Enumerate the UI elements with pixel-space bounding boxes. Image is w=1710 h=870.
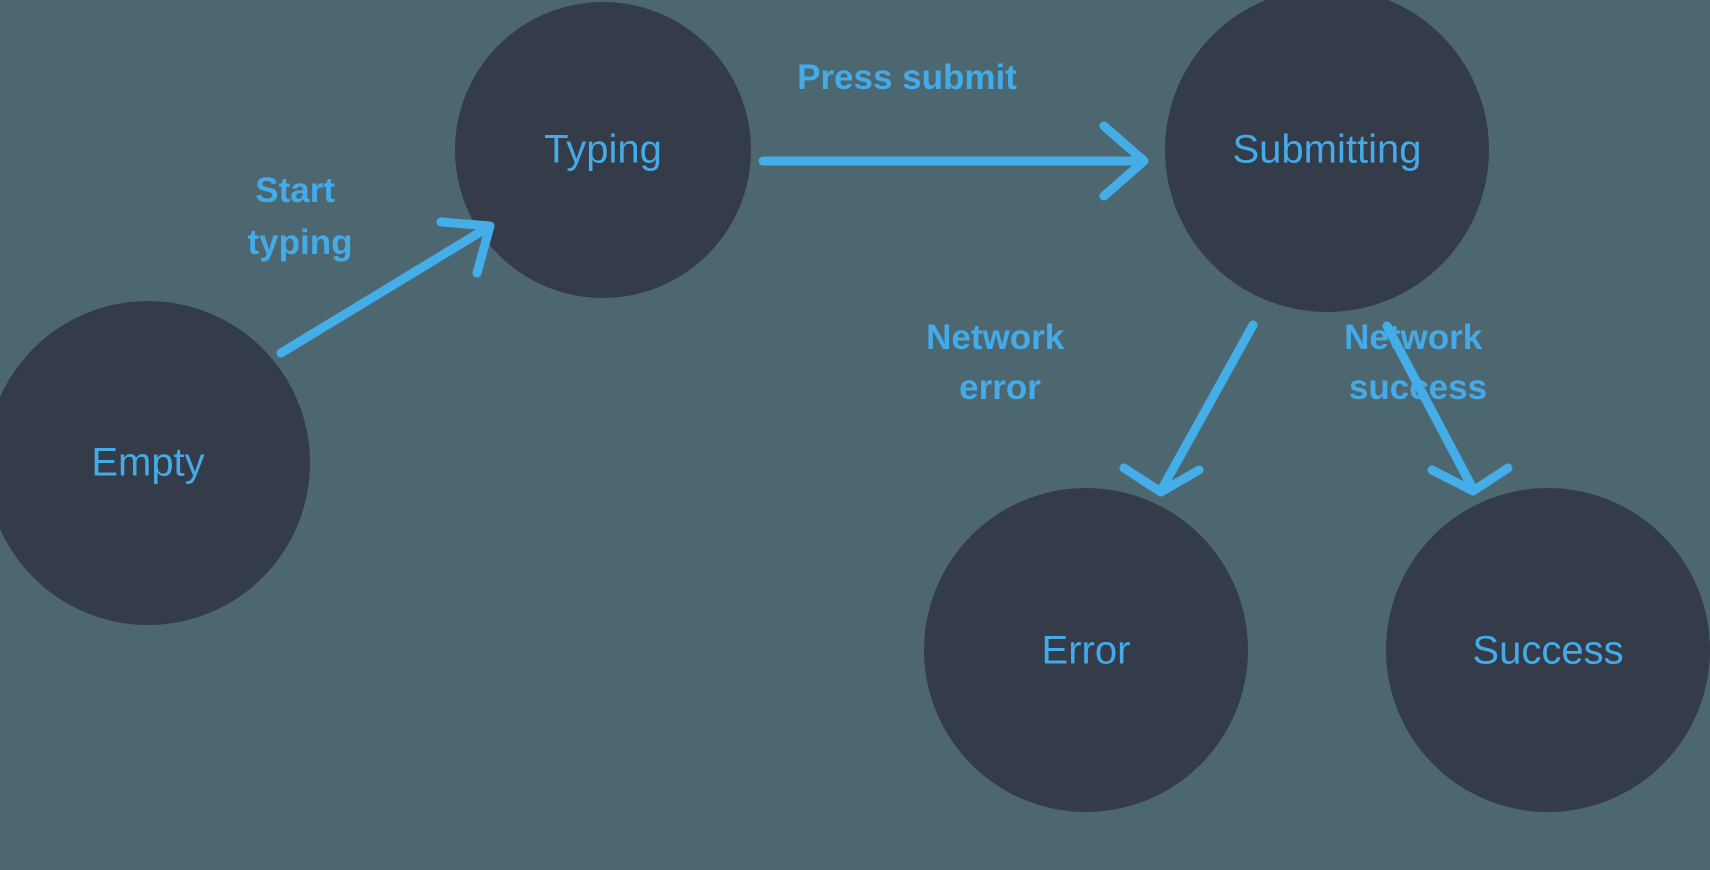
node-label-success: Success	[1472, 629, 1623, 673]
node-empty[interactable]: Empty	[0, 301, 310, 625]
node-label-submitting: Submitting	[1233, 128, 1422, 172]
edge-network-error: Network error	[926, 318, 1258, 497]
edge-start-typing: Start typing	[248, 171, 495, 358]
node-typing[interactable]: Typing	[455, 2, 751, 298]
node-label-empty: Empty	[91, 441, 204, 485]
arrowhead-press-submit	[1099, 121, 1149, 201]
edge-line-network-error	[1158, 320, 1258, 492]
node-submitting[interactable]: Submitting	[1165, 0, 1489, 312]
edge-network-success: Network success	[1344, 318, 1513, 496]
node-circle-typing[interactable]	[455, 2, 751, 298]
node-circle-submitting[interactable]	[1165, 0, 1489, 312]
edge-label-line-1: Network	[926, 318, 1065, 357]
node-label-typing: Typing	[544, 128, 662, 172]
edge-label-line-1: Start	[255, 171, 335, 210]
node-error[interactable]: Error	[924, 488, 1248, 812]
node-success[interactable]: Success	[1386, 488, 1710, 812]
edge-label-line-2: typing	[248, 223, 353, 262]
edge-label-line-2: success	[1349, 368, 1487, 407]
node-circle-success[interactable]	[1386, 488, 1710, 812]
edge-label-start-typing: Start typing	[248, 171, 353, 262]
edge-label-network-success: Network success	[1344, 318, 1492, 407]
edge-label-network-error: Network error	[926, 318, 1074, 407]
node-circle-empty[interactable]	[0, 301, 310, 625]
edge-label-press-submit: Press submit	[797, 58, 1017, 97]
arrowhead-start-typing	[436, 217, 495, 278]
edge-line-start-typing	[276, 223, 492, 358]
arrowhead-network-success	[1427, 463, 1513, 496]
node-circle-error[interactable]	[924, 488, 1248, 812]
edge-label-line-1: Press submit	[797, 58, 1017, 97]
edge-line-network-success	[1382, 321, 1477, 492]
node-label-error: Error	[1042, 629, 1131, 673]
edge-label-line-1: Network	[1344, 318, 1483, 357]
edge-press-submit: Press submit	[758, 58, 1149, 201]
edge-label-line-2: error	[959, 368, 1041, 407]
arrowhead-network-error	[1119, 463, 1204, 497]
